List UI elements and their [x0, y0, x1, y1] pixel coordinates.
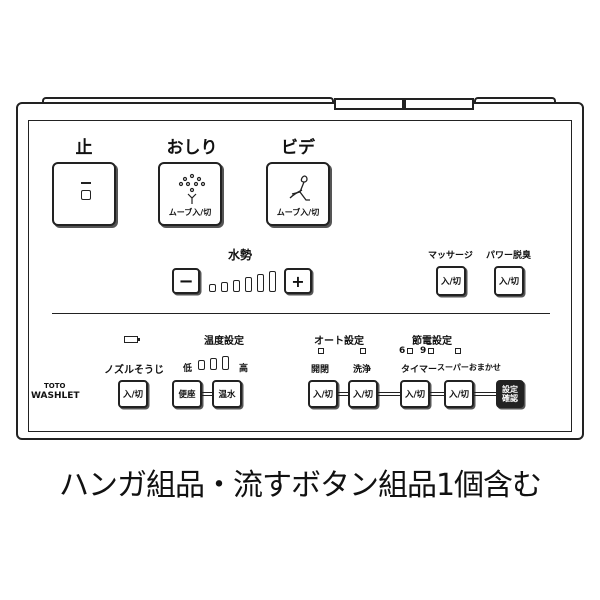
- water-temp-button[interactable]: 温水: [212, 380, 242, 408]
- auto-power-connector: [378, 392, 400, 396]
- wash-label: 洗浄: [353, 365, 372, 375]
- power-deodorize-label: パワー脱臭: [486, 251, 532, 261]
- hanger-notch-right: [404, 98, 474, 110]
- massage-label: マッサージ: [428, 251, 473, 261]
- timer-super-connector: [430, 392, 444, 396]
- timer-toggle-button[interactable]: 入/切: [400, 380, 430, 408]
- brand-toto: TOTO: [44, 382, 66, 390]
- stop-icon: [80, 182, 92, 206]
- auto-open-close-button[interactable]: 入/切: [308, 380, 338, 408]
- water-pressure-label: 水勢: [228, 248, 253, 262]
- button-area: [28, 120, 572, 432]
- temperature-setting-label: 温度設定: [204, 336, 244, 347]
- temp-high-label: 高: [239, 364, 249, 374]
- pressure-plus-button[interactable]: +: [284, 268, 312, 294]
- pressure-minus-button[interactable]: −: [172, 268, 200, 294]
- auto-wash-button[interactable]: 入/切: [348, 380, 378, 408]
- oshiri-spray-icon: [178, 173, 206, 204]
- oshiri-button[interactable]: ムーブ入/切: [158, 162, 222, 226]
- auto-connector: [338, 392, 348, 396]
- settings-confirm-button[interactable]: 設定確認: [496, 380, 524, 408]
- oshiri-move-caption: ムーブ入/切: [168, 208, 212, 217]
- super-omakase-toggle-button[interactable]: 入/切: [444, 380, 474, 408]
- nine-label: 9: [420, 346, 427, 356]
- product-caption: ハンガ組品・流すボタン組品1個含む: [58, 468, 542, 503]
- open-close-indicator: [318, 348, 324, 354]
- six-label: 6: [399, 346, 406, 356]
- stop-button[interactable]: [52, 162, 116, 226]
- six-indicator: [407, 348, 413, 354]
- hanger-notch-left: [334, 98, 404, 110]
- stop-label: 止: [75, 138, 93, 158]
- timer-label: タイマー: [401, 365, 438, 375]
- open-close-label: 開閉: [311, 365, 330, 375]
- bidet-label: ビデ: [281, 138, 315, 158]
- bidet-move-caption: ムーブ入/切: [276, 208, 320, 217]
- brand-washlet: WASHLET: [31, 391, 80, 401]
- power-deodorize-toggle-button[interactable]: 入/切: [494, 266, 524, 296]
- bidet-spray-icon: [289, 175, 310, 201]
- nozzle-clean-button[interactable]: 入/切: [118, 380, 148, 408]
- oshiri-label: おしり: [166, 138, 218, 158]
- power-save-setting-label: 節電設定: [412, 336, 452, 347]
- temp-low-label: 低: [183, 364, 193, 374]
- super-indicator: [455, 348, 461, 354]
- seat-temp-button[interactable]: 便座: [172, 380, 202, 408]
- super-confirm-connector: [474, 392, 496, 396]
- nine-indicator: [428, 348, 434, 354]
- section-divider: [52, 313, 550, 314]
- bidet-button[interactable]: ムーブ入/切: [266, 162, 330, 226]
- seat-water-connector: [202, 392, 212, 396]
- wash-indicator: [360, 348, 366, 354]
- nozzle-clean-label: ノズルそうじ: [104, 365, 164, 376]
- battery-icon: [124, 336, 140, 343]
- auto-setting-label: オート設定: [314, 336, 364, 347]
- massage-toggle-button[interactable]: 入/切: [436, 266, 466, 296]
- super-omakase-label: スーパーおまかせ: [437, 363, 501, 372]
